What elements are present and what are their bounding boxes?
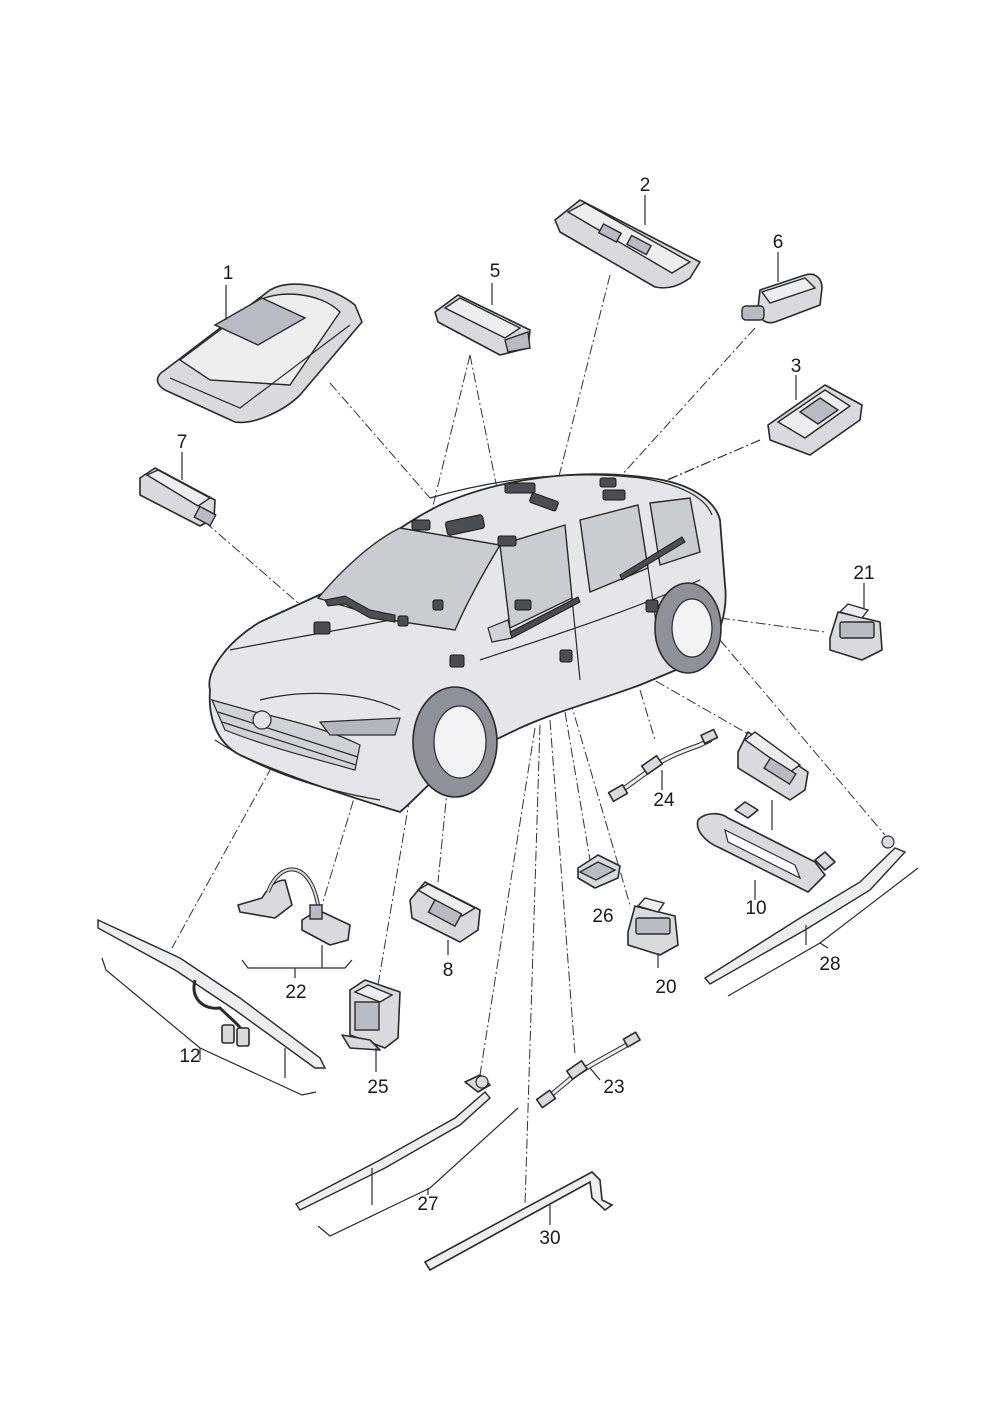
leader-28 bbox=[719, 639, 886, 836]
part-30-strip bbox=[423, 1171, 614, 1272]
rear-wheel-rim bbox=[671, 598, 713, 658]
leader-5a bbox=[429, 354, 471, 519]
marker-front-door-strip bbox=[509, 596, 581, 639]
label-12: 12 bbox=[179, 1046, 200, 1067]
part-20-switch bbox=[627, 897, 679, 968]
label-23: 23 bbox=[603, 1077, 624, 1098]
grille-bar-2 bbox=[221, 721, 357, 766]
hood-line bbox=[229, 619, 391, 651]
part-28-strip bbox=[703, 835, 919, 997]
part-6-sensor bbox=[741, 252, 823, 324]
leader-10 bbox=[639, 671, 751, 736]
vehicle-illustration bbox=[208, 473, 727, 813]
part-23-cable bbox=[535, 1031, 641, 1109]
label-6: 6 bbox=[773, 232, 784, 253]
part-21-switch bbox=[829, 583, 883, 661]
label-30: 30 bbox=[539, 1228, 560, 1249]
label-24: 24 bbox=[653, 790, 675, 811]
headlight bbox=[318, 717, 401, 736]
marker-roof-2 bbox=[504, 482, 536, 494]
marker-roof-light-1 bbox=[411, 519, 431, 531]
leader-1 bbox=[329, 382, 431, 499]
part-22-bracket bbox=[237, 867, 353, 978]
label-22: 22 bbox=[285, 982, 306, 1003]
marker-rear-door bbox=[645, 599, 659, 613]
part-25-module bbox=[341, 979, 401, 1072]
part-7-module bbox=[139, 452, 217, 527]
label-28: 28 bbox=[819, 954, 840, 975]
marker-dash bbox=[397, 615, 409, 627]
marker-door-1 bbox=[514, 599, 532, 611]
leader-27 bbox=[479, 727, 536, 1076]
marker-roof-light-2 bbox=[497, 535, 517, 547]
label-27: 27 bbox=[417, 1194, 438, 1215]
label-26: 26 bbox=[592, 906, 613, 927]
label-7: 7 bbox=[177, 432, 188, 453]
part-5-reading-light bbox=[434, 283, 531, 356]
part-24-cable bbox=[607, 728, 719, 803]
label-25: 25 bbox=[367, 1077, 388, 1098]
front-bumper bbox=[214, 739, 381, 801]
part-3-light-unit bbox=[767, 375, 863, 456]
label-5: 5 bbox=[490, 261, 501, 282]
marker-roof-6 bbox=[599, 477, 617, 488]
part-8-module bbox=[409, 881, 481, 955]
label-1: 1 bbox=[223, 263, 234, 284]
label-10: 10 bbox=[745, 898, 766, 919]
part-2-roof-light bbox=[554, 195, 701, 289]
grille-bar-1 bbox=[217, 711, 359, 758]
part-1-overhead-console bbox=[156, 283, 363, 424]
leader-26 bbox=[564, 711, 591, 861]
part-26-lamp bbox=[577, 854, 621, 889]
roof-line bbox=[429, 474, 713, 516]
marker-dash-strip bbox=[324, 595, 396, 623]
marker-roof-3b bbox=[602, 489, 626, 501]
part-10-bracket bbox=[696, 800, 836, 900]
label-2: 2 bbox=[640, 175, 651, 196]
marker-rear-door-strip bbox=[619, 536, 686, 581]
part-10-module bbox=[737, 731, 809, 801]
leader-30 bbox=[524, 724, 541, 1206]
marker-roof-3 bbox=[529, 492, 559, 512]
label-21: 21 bbox=[853, 563, 874, 584]
front-grille bbox=[210, 699, 361, 771]
door-line-1 bbox=[571, 597, 581, 681]
label-20: 20 bbox=[655, 977, 676, 998]
marker-door-switch bbox=[559, 649, 573, 663]
leader-23 bbox=[549, 719, 576, 1056]
part-labels: 1 2 3 5 6 7 8 10 12 20 21 22 23 24 25 26… bbox=[177, 175, 875, 1249]
leader-6 bbox=[609, 327, 756, 489]
part-27-door-strip bbox=[294, 1074, 519, 1237]
leader-2 bbox=[554, 274, 611, 493]
quarter-window bbox=[649, 497, 701, 566]
marker-dash-2 bbox=[432, 599, 444, 611]
front-wheel-rim bbox=[433, 705, 487, 779]
marker-roof-console bbox=[445, 514, 485, 536]
label-3: 3 bbox=[791, 356, 802, 377]
brand-emblem bbox=[252, 710, 272, 730]
marker-7 bbox=[313, 621, 331, 635]
hood-edge bbox=[259, 692, 401, 711]
marker-8 bbox=[449, 654, 465, 668]
leader-21 bbox=[719, 617, 826, 633]
leader-24 bbox=[639, 689, 656, 741]
label-8: 8 bbox=[443, 960, 454, 981]
part-12-dash-strip bbox=[97, 918, 327, 1096]
